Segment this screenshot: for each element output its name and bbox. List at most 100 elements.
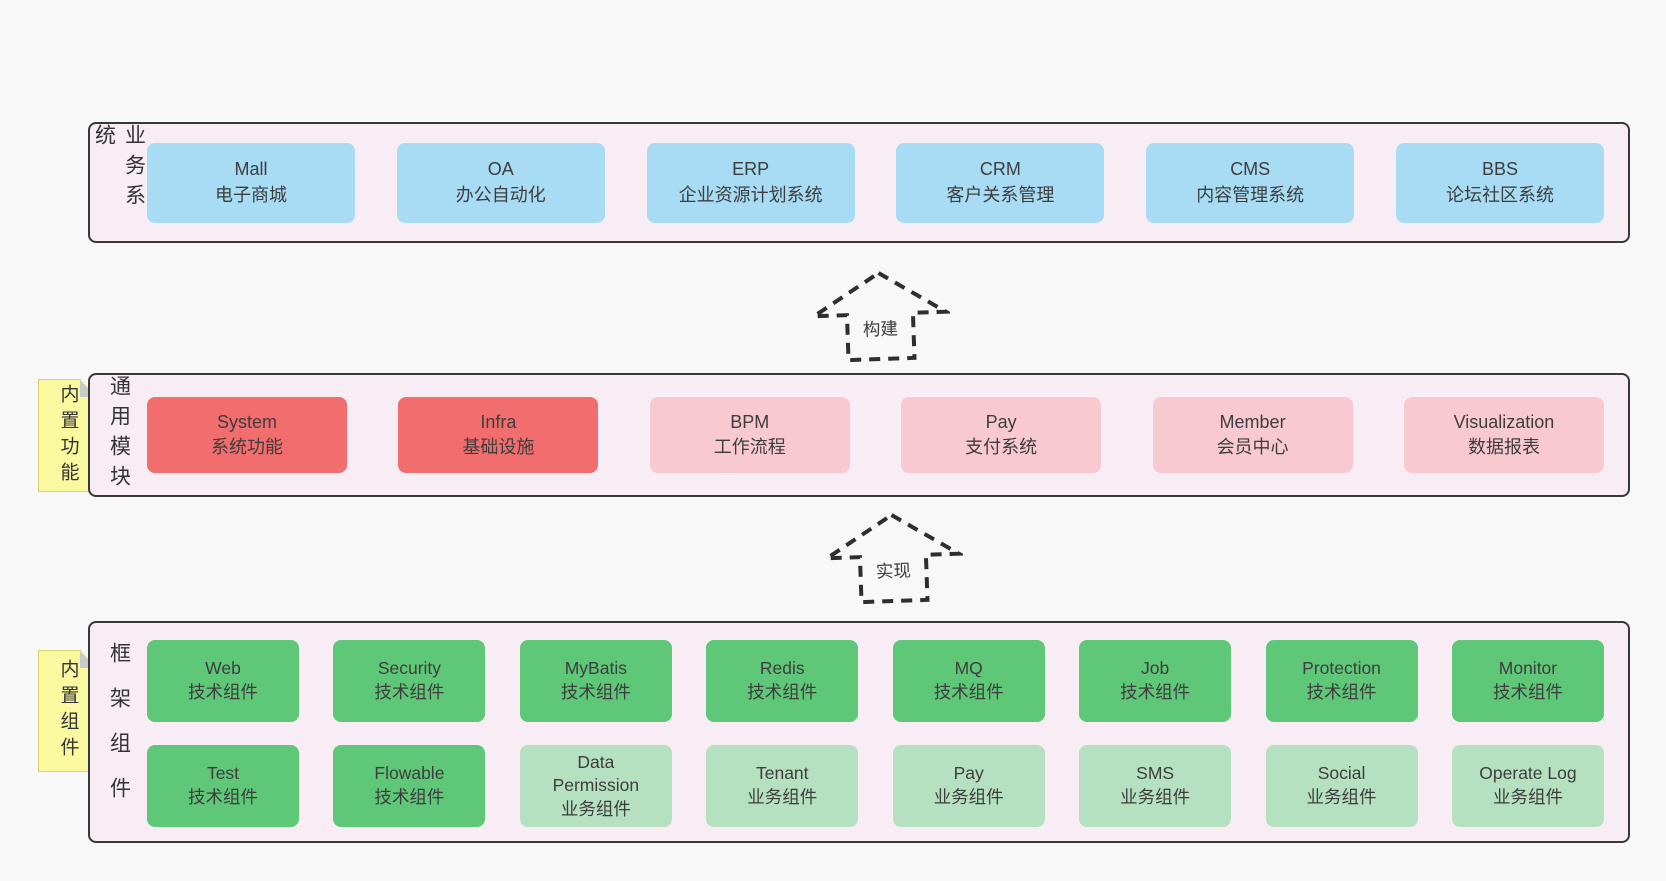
box-bpm: BPM 工作流程: [649, 397, 850, 473]
box-visualization: Visualization 数据报表: [1403, 397, 1604, 473]
box-security: Security 技术组件: [333, 640, 486, 722]
box-title: MyBatis: [564, 658, 627, 679]
box-title: Redis: [759, 658, 805, 679]
arrow-implement-label: 实现: [875, 560, 912, 582]
box-subtitle: 技术组件: [747, 682, 818, 702]
box-title: Monitor: [1498, 658, 1558, 679]
box-title: CMS: [1230, 159, 1271, 180]
box-subtitle: 业务组件: [933, 787, 1004, 807]
arrow-build-label: 构建: [862, 318, 899, 340]
box-subtitle: 企业资源计划系统: [678, 184, 823, 205]
layer-business-systems: 业务系统 Mall 电子商城 OA 办公自动化 ERP 企业资源计划系统 CRM…: [88, 122, 1630, 243]
box-subtitle: 基础设施: [462, 437, 535, 457]
box-subtitle: 业务组件: [1120, 787, 1191, 807]
box-title: Pay: [953, 763, 984, 784]
sticky-note-label: 内置组件: [57, 659, 79, 763]
layer-label-common-modules: 通用模块: [107, 375, 131, 495]
box-mall: Mall 电子商城: [147, 142, 355, 223]
box-pay-module: Pay 支付系统: [901, 397, 1102, 473]
box-title: CRM: [979, 159, 1021, 180]
box-title: BPM: [730, 411, 770, 432]
box-operate-log: Operate Log 业务组件: [1451, 745, 1604, 827]
box-subtitle: 系统功能: [211, 437, 283, 457]
box-sms: SMS 业务组件: [1079, 745, 1232, 827]
box-subtitle: 技术组件: [1306, 682, 1377, 702]
box-system: System 系统功能: [147, 397, 347, 473]
box-social: Social 业务组件: [1265, 745, 1418, 827]
arrow-build: 构建: [808, 268, 952, 365]
box-subtitle: 技术组件: [374, 787, 445, 807]
box-subtitle: 技术组件: [188, 787, 258, 807]
up-arrow-icon: [821, 512, 965, 605]
modules-boxes-row: System 系统功能 Infra 基础设施 BPM 工作流程 Pay 支付系统…: [147, 375, 1604, 495]
box-title: Tenant: [755, 763, 809, 784]
box-title: BBS: [1481, 159, 1518, 180]
box-subtitle: 技术组件: [374, 682, 445, 702]
box-title: SMS: [1136, 763, 1175, 784]
arrow-implement: 实现: [821, 510, 965, 607]
layer-framework-components: 框架组件 Web 技术组件 Security 技术组件 MyBatis 技术组件…: [88, 621, 1630, 843]
box-monitor: Monitor 技术组件: [1451, 640, 1604, 722]
box-title: Visualization: [1453, 411, 1555, 432]
box-title: Flowable: [374, 763, 445, 784]
up-arrow-icon: [808, 270, 952, 363]
box-subtitle: 客户关系管理: [946, 184, 1055, 205]
box-title: MQ: [954, 658, 983, 679]
box-title: Operate Log: [1479, 763, 1577, 784]
business-boxes-row: Mall 电子商城 OA 办公自动化 ERP 企业资源计划系统 CRM 客户关系…: [147, 124, 1604, 241]
box-test: Test 技术组件: [147, 745, 299, 827]
box-subtitle: 支付系统: [965, 437, 1038, 457]
box-subtitle: 内容管理系统: [1196, 184, 1305, 205]
box-title: Data Permission: [552, 751, 640, 796]
box-subtitle: 数据报表: [1467, 437, 1540, 457]
box-protection: Protection 技术组件: [1265, 640, 1418, 722]
box-title: OA: [487, 159, 514, 180]
box-title: Web: [205, 658, 241, 679]
box-title: ERP: [732, 159, 770, 180]
box-tenant: Tenant 业务组件: [706, 745, 859, 827]
box-subtitle: 办公自动化: [455, 184, 546, 205]
sticky-note-label: 内置功能: [57, 383, 79, 488]
box-title: Test: [206, 763, 240, 784]
box-title: Member: [1219, 411, 1286, 432]
box-subtitle: 工作流程: [713, 437, 786, 457]
box-pay-component: Pay 业务组件: [892, 745, 1045, 827]
box-oa: OA 办公自动化: [396, 142, 605, 223]
box-subtitle: 业务组件: [560, 798, 631, 819]
box-mq: MQ 技术组件: [892, 640, 1045, 722]
box-cms: CMS 内容管理系统: [1146, 142, 1355, 223]
box-redis: Redis 技术组件: [706, 640, 859, 722]
box-subtitle: 论坛社区系统: [1445, 184, 1554, 205]
box-subtitle: 技术组件: [933, 682, 1004, 702]
layer-label-framework-components: 框架组件: [107, 642, 131, 822]
box-member: Member 会员中心: [1152, 397, 1353, 473]
box-subtitle: 业务组件: [747, 787, 818, 807]
box-subtitle: 技术组件: [1492, 682, 1563, 702]
layer-common-modules: 通用模块 System 系统功能 Infra 基础设施 BPM 工作流程 Pay…: [88, 373, 1630, 497]
box-subtitle: 技术组件: [188, 682, 258, 702]
box-erp: ERP 企业资源计划系统: [646, 142, 855, 223]
box-bbs: BBS 论坛社区系统: [1395, 142, 1604, 223]
box-job: Job 技术组件: [1079, 640, 1232, 722]
box-web: Web 技术组件: [147, 640, 299, 722]
box-title: Job: [1141, 658, 1170, 679]
box-title: Social: [1317, 763, 1366, 784]
box-title: Infra: [480, 411, 517, 432]
box-title: Pay: [985, 411, 1017, 432]
box-data-permission: Data Permission 业务组件: [519, 745, 672, 827]
box-crm: CRM 客户关系管理: [896, 142, 1105, 223]
box-title: System: [216, 411, 277, 432]
box-title: Mall: [234, 159, 268, 180]
components-grid: Web 技术组件 Security 技术组件 MyBatis 技术组件 Redi…: [147, 640, 1604, 827]
box-title: Protection: [1302, 658, 1381, 679]
box-infra: Infra 基础设施: [398, 397, 599, 473]
box-subtitle: 业务组件: [1306, 787, 1377, 807]
box-subtitle: 技术组件: [1120, 682, 1191, 702]
box-flowable: Flowable 技术组件: [333, 745, 486, 827]
box-subtitle: 业务组件: [1492, 787, 1563, 807]
layer-label-business-systems: 业务系统: [92, 124, 146, 214]
box-mybatis: MyBatis 技术组件: [519, 640, 672, 722]
box-subtitle: 电子商城: [215, 184, 287, 205]
box-subtitle: 会员中心: [1216, 437, 1289, 457]
